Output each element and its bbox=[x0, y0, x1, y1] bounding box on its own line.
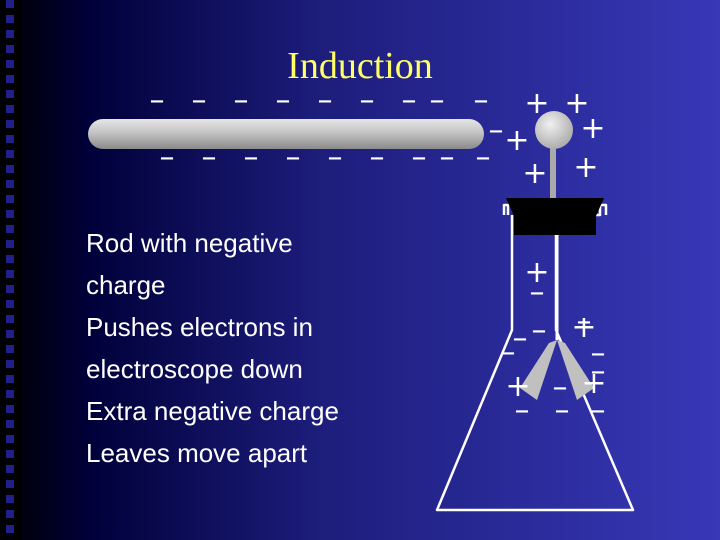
minus-charge: – bbox=[360, 83, 375, 118]
minus-charge: – bbox=[370, 140, 385, 175]
plus-charge: + bbox=[505, 369, 530, 404]
minus-charge: – bbox=[591, 354, 606, 389]
text-line-1: Rod with negative bbox=[86, 228, 293, 258]
minus-charge: – bbox=[591, 336, 606, 371]
minus-charge: – bbox=[150, 83, 165, 118]
minus-charge: – bbox=[192, 83, 207, 118]
stopper bbox=[514, 215, 596, 235]
minus-charge: – bbox=[515, 393, 530, 428]
explanation-text: Rod with negative charge Pushes electron… bbox=[86, 222, 416, 474]
text-line-2: charge bbox=[86, 270, 166, 300]
minus-charge: – bbox=[474, 83, 489, 118]
minus-charge: – bbox=[513, 321, 528, 356]
plus-charge: + bbox=[524, 255, 549, 290]
plus-charge: + bbox=[522, 156, 547, 191]
plus-charge: + bbox=[571, 310, 596, 345]
minus-charge: – bbox=[202, 140, 217, 175]
plus-charge: + bbox=[580, 111, 605, 146]
electroscope-knob bbox=[535, 111, 573, 149]
minus-charge: – bbox=[555, 393, 570, 428]
minus-charge: – bbox=[553, 370, 568, 405]
minus-charge: – bbox=[402, 83, 417, 118]
minus-charge: – bbox=[318, 83, 333, 118]
decorative-left-strip bbox=[0, 0, 22, 540]
plus-charge: + bbox=[581, 366, 606, 401]
plus-charge: + bbox=[504, 123, 529, 158]
minus-charge: – bbox=[276, 83, 291, 118]
plus-charge: + bbox=[524, 86, 549, 121]
plus-charge: + bbox=[573, 150, 598, 185]
minus-charge: – bbox=[412, 140, 427, 175]
charged-rod bbox=[88, 119, 484, 149]
text-line-4: electroscope down bbox=[86, 354, 303, 384]
right-leaf bbox=[557, 340, 594, 400]
minus-charge: – bbox=[591, 393, 606, 428]
minus-charge: – bbox=[234, 83, 249, 118]
text-line-3: Pushes electrons in bbox=[86, 312, 313, 342]
text-line-6: Leaves move apart bbox=[86, 438, 308, 468]
minus-charge: – bbox=[244, 140, 259, 175]
minus-charge: – bbox=[532, 313, 547, 348]
left-leaf bbox=[520, 340, 557, 400]
minus-charge: – bbox=[286, 140, 301, 175]
minus-charge: – bbox=[476, 140, 491, 175]
minus-charge: – bbox=[160, 140, 175, 175]
minus-charge: – bbox=[440, 140, 455, 175]
minus-charge: – bbox=[489, 113, 504, 148]
slide-title: Induction bbox=[287, 45, 433, 87]
minus-charge: – bbox=[577, 304, 592, 339]
stopper-cap bbox=[506, 198, 604, 216]
minus-charge: – bbox=[328, 140, 343, 175]
minus-charge: – bbox=[530, 275, 545, 310]
minus-charge: – bbox=[430, 83, 445, 118]
plus-charge: + bbox=[564, 86, 589, 121]
text-line-5: Extra negative charge bbox=[86, 396, 339, 426]
minus-charge: – bbox=[501, 335, 516, 370]
